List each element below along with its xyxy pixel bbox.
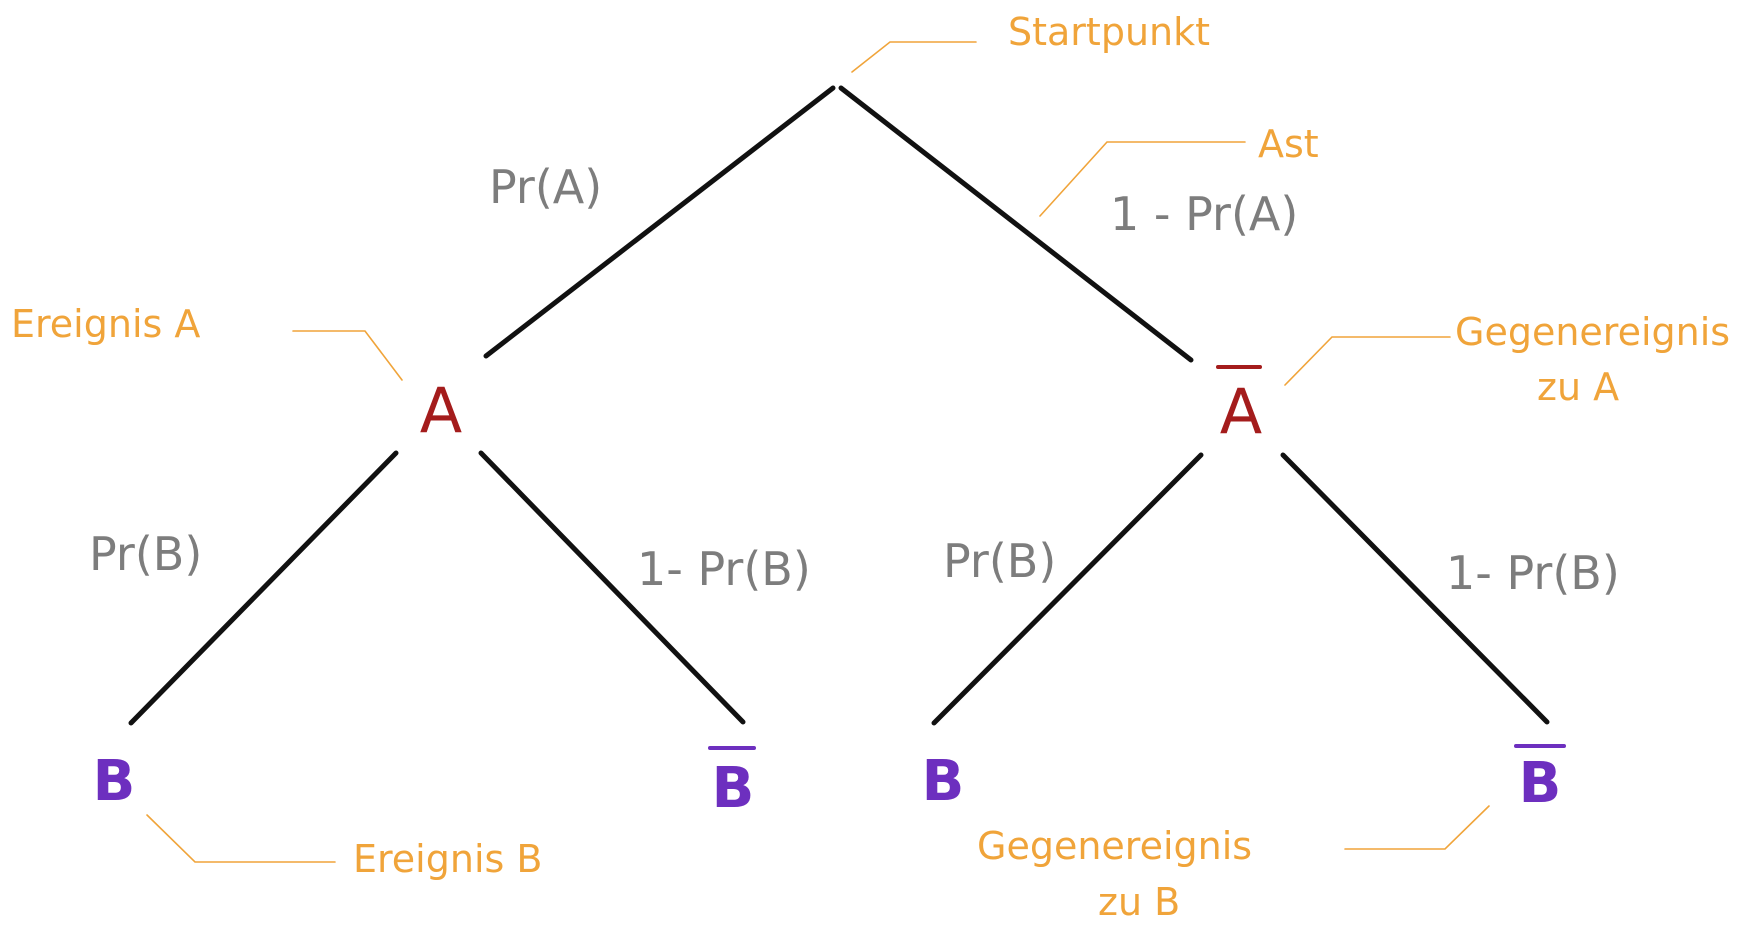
leader-gegenereignis-b: [1344, 805, 1490, 850]
label-one-minus-pr-b-right: 1- Pr(B): [1446, 546, 1620, 600]
node-a-complement: A: [1220, 375, 1262, 448]
annotation-ast: Ast: [1258, 122, 1319, 166]
edge-start-to-a: [483, 85, 836, 359]
leader-ereignis-a: [292, 330, 403, 381]
annotation-gegenereignis-b-line1: Gegenereignis: [977, 824, 1252, 868]
node-b-complement-left: B: [712, 756, 755, 821]
annotations: Startpunkt Ast Ereignis A Gegenereignis …: [11, 10, 1730, 924]
edge-start-to-a-complement: [838, 85, 1194, 363]
annotation-ereignis-a: Ereignis A: [11, 302, 200, 346]
leader-ast: [1039, 141, 1246, 217]
node-a: A: [420, 374, 462, 447]
label-one-minus-pr-a: 1 - Pr(A): [1110, 187, 1298, 241]
annotation-startpunkt: Startpunkt: [1008, 10, 1210, 54]
edge-a-to-b-complement: [478, 450, 746, 725]
annotation-gegenereignis-b-line2: zu B: [1098, 880, 1180, 924]
leader-startpunkt: [851, 41, 977, 73]
node-b-complement-right: B: [1519, 751, 1562, 816]
edge-a-complement-to-b-complement: [1280, 452, 1550, 725]
label-pr-b-right: Pr(B): [943, 534, 1056, 588]
label-pr-a: Pr(A): [489, 160, 602, 214]
annotation-ereignis-b: Ereignis B: [353, 837, 542, 881]
node-b-left: B: [93, 749, 136, 814]
edge-a-complement-to-b: [931, 452, 1204, 726]
node-b-right: B: [922, 749, 965, 814]
event-nodes: A A B B B B: [93, 365, 1566, 821]
edge-a-to-b: [128, 450, 399, 726]
annotation-leaders: [146, 41, 1490, 863]
annotation-gegenereignis-a-line1: Gegenereignis: [1455, 310, 1730, 354]
annotation-gegenereignis-a-line2: zu A: [1537, 365, 1619, 409]
leader-ereignis-b: [146, 814, 336, 863]
leader-gegenereignis-a: [1284, 336, 1451, 386]
label-one-minus-pr-b-left: 1- Pr(B): [637, 542, 811, 596]
probability-labels: Pr(A) 1 - Pr(A) Pr(B) 1- Pr(B) Pr(B) 1- …: [89, 160, 1620, 600]
tree-edges: [128, 85, 1550, 726]
label-pr-b-left: Pr(B): [89, 527, 202, 581]
